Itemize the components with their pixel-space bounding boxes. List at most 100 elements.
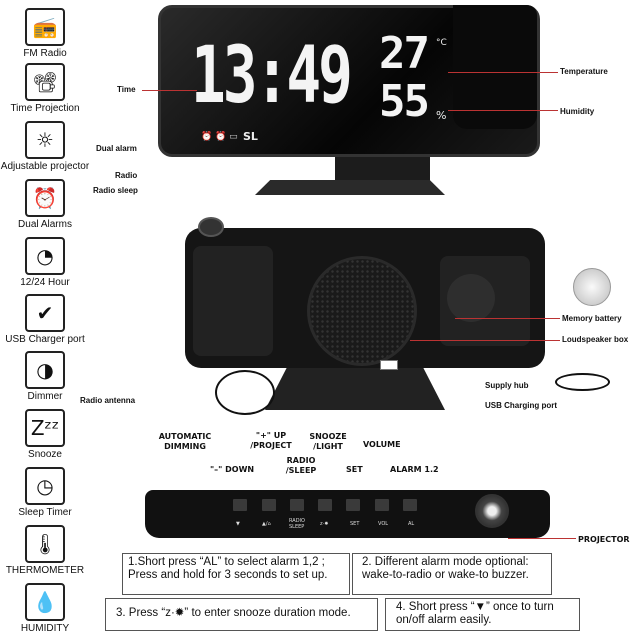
feature-label: Sleep Timer bbox=[18, 507, 72, 518]
feature-label: USB Charger port bbox=[5, 334, 85, 345]
back-panel-left bbox=[193, 246, 273, 356]
callout-memory-battery: Memory battery bbox=[562, 314, 622, 323]
droplet-icon: 💧 bbox=[25, 583, 65, 621]
feature-label: THERMOMETER bbox=[5, 565, 85, 576]
key-volume[interactable] bbox=[375, 499, 389, 511]
projector-icon: 📽 bbox=[25, 63, 65, 101]
key-label: SET bbox=[350, 521, 360, 527]
label-up-project: "+" UP /PROJECT bbox=[245, 431, 297, 451]
key-label: RADIO SLEEP bbox=[289, 518, 305, 530]
key-label: ▼ bbox=[236, 521, 240, 527]
alarm-clock-icon: ⏰ bbox=[25, 179, 65, 217]
projector-lens bbox=[475, 494, 509, 528]
label-auto-dimming: AUTOMATIC DIMMING bbox=[155, 432, 215, 452]
callout-radio-antenna: Radio antenna bbox=[80, 396, 136, 405]
label-text: SNOOZE /LIGHT bbox=[309, 432, 347, 451]
humidity-unit: % bbox=[436, 109, 447, 122]
label-projector: PROJECTOR bbox=[578, 535, 630, 544]
thermometer-icon: 🌡 bbox=[25, 525, 65, 563]
feature-fm-radio: 📻 FM Radio bbox=[0, 8, 90, 59]
label-text: AUTOMATIC DIMMING bbox=[158, 432, 212, 451]
callout-usb-port: USB Charging port bbox=[485, 401, 557, 410]
leader-line bbox=[455, 318, 560, 319]
feature-label: Dimmer bbox=[27, 391, 63, 402]
callout-dual-alarm: Dual alarm bbox=[96, 144, 137, 153]
temperature-display: 27 bbox=[379, 28, 430, 79]
feature-label: HUMIDITY bbox=[20, 623, 70, 634]
feature-label: FM Radio bbox=[23, 48, 67, 59]
feature-sleep-timer: ◷ Sleep Timer bbox=[0, 467, 90, 518]
memory-battery-slot bbox=[447, 274, 495, 322]
key-snooze[interactable] bbox=[318, 499, 332, 511]
feature-dual-alarms: ⏰ Dual Alarms bbox=[0, 179, 90, 230]
usb-port bbox=[380, 360, 398, 370]
feature-adjustable-projector: ☼ Adjustable projector bbox=[0, 121, 90, 172]
label-snooze-light: SNOOZE /LIGHT bbox=[305, 432, 351, 452]
callout-temperature: Temperature bbox=[560, 67, 608, 76]
callout-time: Time bbox=[117, 85, 136, 94]
clock-top-view bbox=[145, 490, 550, 538]
key-label: VOL bbox=[378, 521, 389, 527]
feature-label: Adjustable projector bbox=[0, 161, 90, 172]
humidity-display: 55 bbox=[379, 76, 430, 127]
leader-line bbox=[448, 110, 558, 111]
usb-check-icon: ✔ bbox=[25, 294, 65, 332]
key-radio-sleep[interactable] bbox=[290, 499, 304, 511]
light-beam-icon: ☼ bbox=[25, 121, 65, 159]
projector-housing bbox=[453, 5, 537, 129]
clock-front-view: 13:49 27 °C 55 % ⏰ ⏰ ▭ SL bbox=[158, 5, 540, 157]
key-label: z·✹ bbox=[320, 521, 329, 527]
feature-humidity: 💧 HUMIDITY bbox=[0, 583, 90, 634]
label-alarm: ALARM 1.2 bbox=[390, 465, 439, 474]
key-alarm[interactable] bbox=[403, 499, 417, 511]
feature-thermometer: 🌡 THERMOMETER bbox=[0, 525, 90, 576]
note-3: 3. Press “z·✹” to enter snooze duration … bbox=[105, 598, 378, 631]
leader-line bbox=[410, 340, 560, 341]
feature-label: Dual Alarms bbox=[18, 219, 72, 230]
feature-dimmer: ◑ Dimmer bbox=[0, 351, 90, 402]
clock-back-view bbox=[185, 228, 545, 368]
label-volume: VOLUME bbox=[363, 440, 401, 449]
leader-line bbox=[142, 90, 197, 91]
key-label: ▲/⌂ bbox=[262, 521, 271, 527]
front-base bbox=[255, 180, 445, 195]
callout-supply-hub: Supply hub bbox=[485, 381, 529, 390]
note-2: 2. Different alarm mode optional: wake-t… bbox=[352, 553, 552, 595]
front-stand bbox=[335, 157, 430, 181]
projector-knob bbox=[198, 217, 224, 237]
time-display: 13:49 bbox=[191, 31, 353, 121]
label-text: RADIO /SLEEP bbox=[285, 456, 317, 475]
feature-label: Snooze bbox=[28, 449, 62, 460]
feature-time-projection: 📽 Time Projection bbox=[0, 63, 90, 114]
feature-label: Time Projection bbox=[10, 103, 80, 114]
cable-icon bbox=[555, 373, 610, 391]
key-label: AL bbox=[408, 521, 415, 527]
callout-loudspeaker: Loudspeaker box bbox=[562, 335, 629, 344]
label-radio-sleep: RADIO /SLEEP bbox=[282, 456, 320, 476]
note-4: 4. Short press “▼” once to turn on/off a… bbox=[385, 598, 580, 631]
leader-line bbox=[508, 538, 576, 539]
brightness-icon: ◑ bbox=[25, 351, 65, 389]
alarm-indicator-icons: ⏰ ⏰ ▭ bbox=[201, 132, 238, 142]
temperature-unit: °C bbox=[436, 38, 447, 48]
clock-rotate-icon: ◔ bbox=[25, 237, 65, 275]
sleep-indicator: SL bbox=[243, 130, 258, 143]
key-set[interactable] bbox=[346, 499, 360, 511]
snooze-icon: Zᶻᶻ bbox=[25, 409, 65, 447]
leader-line bbox=[448, 72, 558, 73]
feature-12-24-hour: ◔ 12/24 Hour bbox=[0, 237, 90, 288]
feature-label: 12/24 Hour bbox=[20, 277, 70, 288]
callout-radio-sleep: Radio sleep bbox=[93, 186, 138, 195]
radio-icon: 📻 bbox=[25, 8, 65, 46]
feature-usb-charger: ✔ USB Charger port bbox=[0, 294, 90, 345]
callout-radio: Radio bbox=[115, 171, 138, 180]
callout-humidity: Humidity bbox=[560, 107, 595, 116]
key-down[interactable] bbox=[233, 499, 247, 511]
timer-icon: ◷ bbox=[25, 467, 65, 505]
label-set: SET bbox=[346, 465, 363, 474]
key-up-project[interactable] bbox=[262, 499, 276, 511]
battery-coin bbox=[573, 268, 611, 306]
note-1: 1.Short press “AL” to select alarm 1,2 ;… bbox=[122, 553, 350, 595]
label-down: "–" DOWN bbox=[210, 465, 255, 474]
